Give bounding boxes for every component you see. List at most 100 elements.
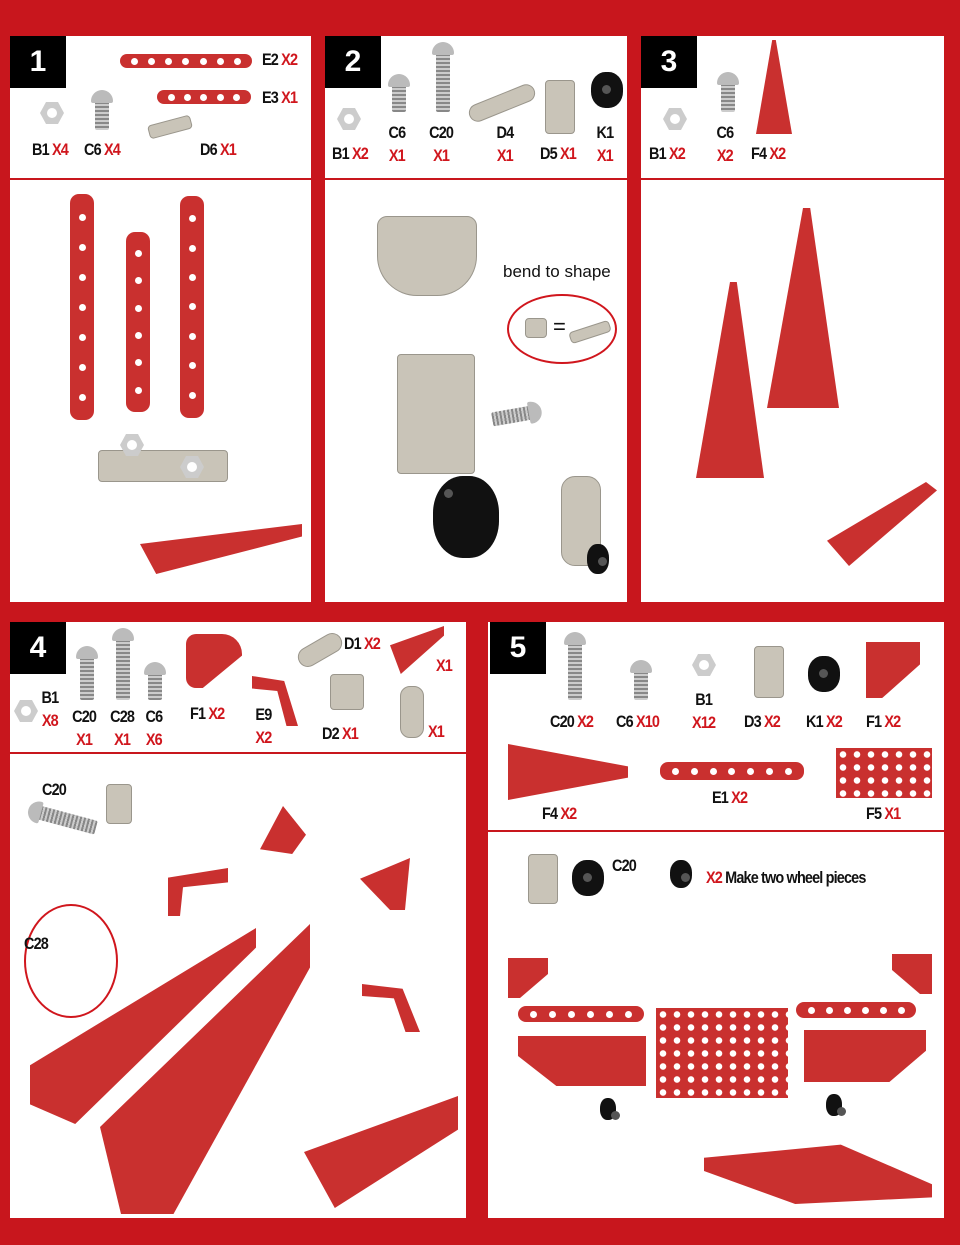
bend-annotation: bend to shape: [503, 262, 611, 281]
part-label: B1 X2: [649, 144, 686, 163]
bolt-icon: [91, 90, 113, 130]
part-label: D3 X2: [744, 712, 781, 731]
part-label: B1 X2: [332, 144, 369, 163]
step-number: 2: [325, 36, 381, 88]
wheel-illustration: [433, 476, 499, 558]
callout-c28: C28: [24, 934, 49, 953]
part-d1-icon: [294, 629, 346, 671]
part-label: E1 X2: [712, 788, 748, 807]
bolt-icon: [564, 632, 586, 700]
part-f1-icon: [866, 642, 920, 698]
wheel-icon: [572, 860, 604, 896]
part-f1-illustration: [260, 806, 306, 854]
part-label: D5 X1: [540, 144, 577, 163]
part-e3-image: [157, 90, 251, 104]
part-label: D6 X1: [200, 140, 237, 159]
wheel-note: X2 Make two wheel pieces: [706, 868, 866, 887]
bolt-icon: [630, 660, 652, 700]
bolt-icon: [388, 74, 410, 112]
assembled-preview: [304, 1096, 458, 1208]
e1-strip-illustration: [518, 1006, 644, 1022]
bracket-icon: [146, 114, 194, 140]
part-f1-illustration: [892, 954, 932, 994]
callout-c20: C20: [42, 780, 67, 799]
step-number: 1: [10, 36, 66, 88]
detail-circle: [24, 904, 118, 1018]
nut-icon: [14, 700, 38, 722]
part-f5-icon: [836, 748, 932, 798]
part-label: D2 X1: [322, 724, 359, 743]
nut-icon: [120, 434, 144, 456]
bolt-icon: [112, 628, 134, 700]
strip-illustration: [70, 194, 94, 420]
part-label: K1 X2: [806, 712, 843, 731]
assembled-preview: [704, 1144, 932, 1204]
wheel-assembly-icon: [400, 686, 424, 738]
wheel-icon: [591, 72, 623, 108]
f4-plate-illustration: [518, 1036, 646, 1086]
assembled-preview: [140, 524, 302, 574]
assembled-preview: [827, 482, 937, 566]
strip-illustration: [180, 196, 204, 418]
triangle-plate-illustration: [767, 208, 839, 408]
bracket-icon: [106, 784, 132, 824]
part-label: C20 X2: [550, 712, 594, 731]
part-label: F1 X2: [866, 712, 901, 731]
bracket-illustration: [397, 354, 475, 474]
part-label: F4 X2: [751, 144, 786, 163]
wheel-icon: [808, 656, 840, 692]
part-label: B1 X4: [32, 140, 69, 159]
e1-strip-illustration: [796, 1002, 916, 1018]
part-f4-icon: [508, 744, 628, 800]
callout-c20: C20: [612, 856, 637, 875]
bend-callout-circle: [507, 294, 617, 364]
part-f1-icon: [186, 634, 242, 688]
part-label: C6 X10: [616, 712, 660, 731]
wheel-icon: [600, 1098, 620, 1120]
step-number: 3: [641, 36, 697, 88]
bracket-icon: [528, 854, 558, 904]
bracket-d5-icon: [545, 80, 575, 134]
part-e1-icon: [660, 762, 804, 780]
plate-d4-icon: [466, 81, 538, 125]
part-label: C6 X4: [84, 140, 121, 159]
bolt-icon: [144, 662, 166, 700]
bent-bracket-illustration: [377, 216, 477, 296]
f5-plate-illustration: [656, 1008, 788, 1098]
step-number: 5: [490, 622, 546, 674]
step-1-panel: 1 E2 X2 E3 X1 B1 X4 C6 X4 D6 X1: [10, 36, 311, 602]
bolt-icon: [432, 42, 454, 112]
part-e2-image: [120, 54, 252, 68]
part-label: E2 X2: [262, 50, 298, 69]
step-number: 4: [10, 622, 66, 674]
part-e9-illustration: [168, 868, 228, 916]
part-f1-illustration: [508, 958, 548, 998]
wheel-icon: [826, 1094, 846, 1116]
nut-icon: [337, 108, 361, 130]
strip-illustration: [126, 232, 150, 412]
wheel-icon: [587, 544, 609, 574]
bolt-icon: [717, 72, 739, 112]
part-label: D1 X2: [344, 634, 381, 653]
part-label: E3 X1: [262, 88, 298, 107]
part-label: F5 X1: [866, 804, 901, 823]
part-d2-icon: [330, 674, 364, 710]
part-label: F1 X2: [190, 704, 225, 723]
equals-sign: =: [553, 314, 566, 339]
part-label: X1: [428, 722, 445, 741]
bracket-small: [525, 318, 547, 338]
f4-plate-illustration: [804, 1030, 926, 1082]
part-label: X1: [436, 656, 453, 675]
